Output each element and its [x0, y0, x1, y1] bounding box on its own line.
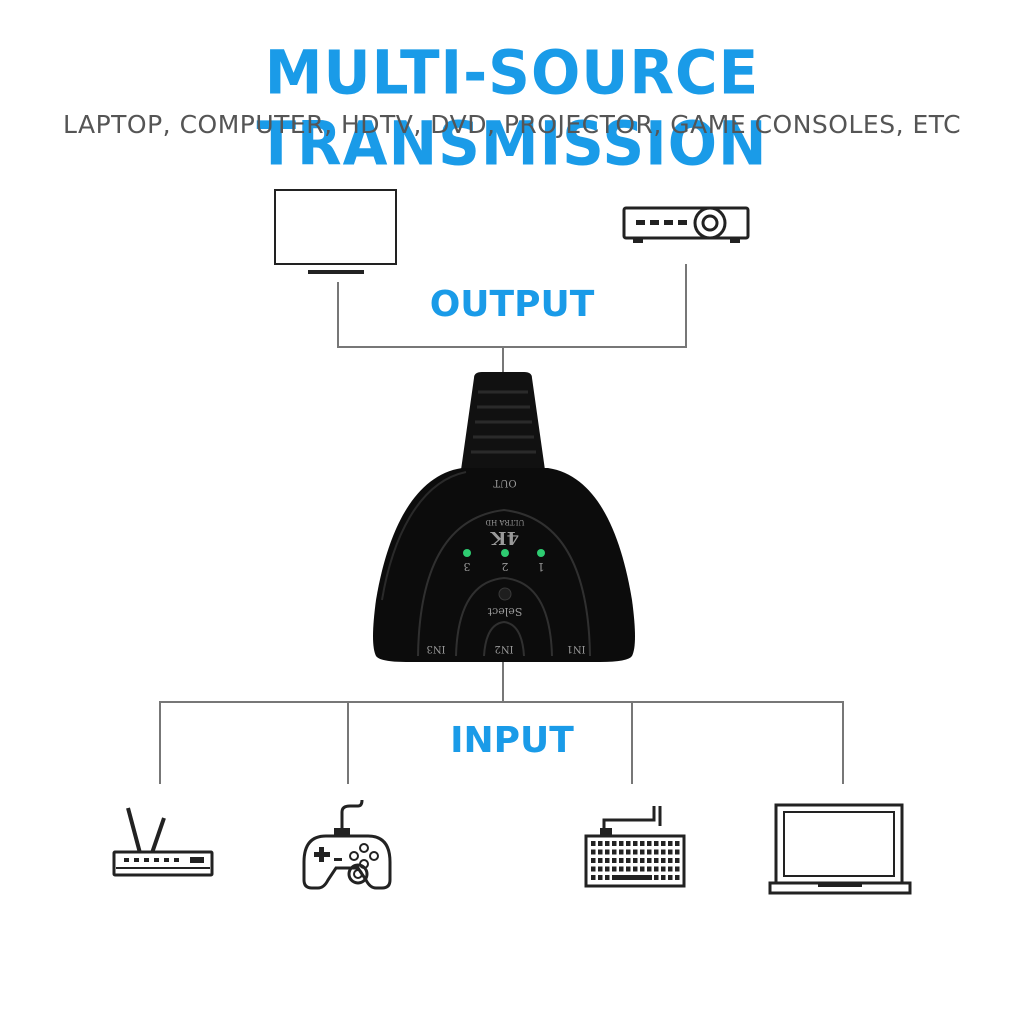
keyboard-key	[640, 841, 645, 846]
keyboard-key	[654, 858, 659, 863]
keyboard-key	[612, 841, 617, 846]
keyboard-key	[626, 849, 631, 855]
keyboard-key	[598, 866, 603, 872]
gamepad-icon	[302, 799, 392, 890]
led-indicator-1	[537, 549, 545, 557]
port-in2-label: IN2	[494, 643, 513, 654]
port-in3-label: IN3	[426, 643, 445, 654]
keyboard-key	[661, 875, 666, 880]
keyboard-key	[605, 875, 610, 880]
keyboard-key	[647, 866, 652, 872]
led-indicator-2	[501, 549, 509, 557]
keyboard-key	[675, 858, 680, 863]
keyboard-key	[661, 858, 666, 863]
input-label: INPUT	[450, 720, 574, 761]
hdmi-switch-device: OUT 4K ULTRA HD 3 2 1 Select IN3 IN2 IN1	[373, 372, 635, 662]
led-label-2: 2	[502, 560, 509, 573]
keyboard-key	[647, 849, 652, 855]
keyboard-key	[633, 866, 638, 872]
projector-icon	[622, 206, 750, 243]
input-connector	[159, 701, 844, 784]
keyboard-key	[668, 849, 673, 855]
keyboard-key	[605, 858, 610, 863]
keyboard-key	[647, 841, 652, 846]
keyboard-key	[598, 849, 603, 855]
laptop-icon	[768, 803, 912, 895]
keyboard-key	[654, 866, 659, 872]
keyboard-key	[626, 841, 631, 846]
keyboard-key	[598, 858, 603, 863]
keyboard-key	[612, 866, 617, 872]
tv-icon	[274, 189, 397, 274]
brand-label: 4K	[490, 527, 520, 548]
keyboard-key	[626, 858, 631, 863]
keyboard-key	[668, 841, 673, 846]
keyboard-key	[668, 866, 673, 872]
select-label: Select	[487, 605, 522, 618]
keyboard-key	[619, 849, 624, 855]
keyboard-key	[661, 849, 666, 855]
led-label-1: 1	[538, 560, 545, 573]
keyboard-key	[591, 841, 596, 846]
keyboard-key	[661, 866, 666, 872]
brand-sub-label: ULTRA HD	[485, 518, 524, 526]
keyboard-key	[640, 849, 645, 855]
router-icon	[112, 807, 214, 877]
keyboard-key	[591, 866, 596, 872]
led-label-3: 3	[464, 560, 471, 573]
port-out-label: OUT	[493, 477, 517, 488]
keyboard-key	[626, 866, 631, 872]
keyboard-key	[591, 858, 596, 863]
keyboard-key	[605, 841, 610, 846]
page-title: MULTI-SOURCE TRANSMISSION	[256, 36, 768, 180]
keyboard-key	[619, 858, 624, 863]
keyboard-key	[675, 841, 680, 846]
keyboard-key	[612, 858, 617, 863]
keyboard-key	[633, 858, 638, 863]
output-label: OUTPUT	[429, 284, 595, 325]
keyboard-key	[619, 866, 624, 872]
keyboard-key	[654, 875, 659, 880]
port-in1-label: IN1	[566, 643, 585, 654]
keyboard-key	[675, 866, 680, 872]
keyboard-icon	[584, 806, 686, 888]
page-subtitle: LAPTOP, COMPUTER, HDTV, DVD, PROJECTOR, …	[62, 110, 962, 139]
keyboard-key	[591, 875, 596, 880]
keyboard-key	[633, 849, 638, 855]
keyboard-key	[675, 849, 680, 855]
keyboard-key	[654, 849, 659, 855]
keyboard-key	[591, 849, 596, 855]
keyboard-key	[605, 866, 610, 872]
keyboard-key	[640, 858, 645, 863]
keyboard-key	[675, 875, 680, 880]
keyboard-key	[612, 849, 617, 855]
keyboard-key	[598, 841, 603, 846]
keyboard-spacebar	[612, 875, 652, 880]
output-connector	[337, 264, 687, 348]
connector-lines	[159, 264, 844, 784]
keyboard-key	[661, 841, 666, 846]
led-indicator-3	[463, 549, 471, 557]
keyboard-key	[668, 858, 673, 863]
keyboard-key	[633, 841, 638, 846]
keyboard-key	[654, 841, 659, 846]
keyboard-key	[647, 858, 652, 863]
keyboard-key	[598, 875, 603, 880]
keyboard-key	[619, 841, 624, 846]
keyboard-key	[640, 866, 645, 872]
select-button[interactable]	[498, 587, 512, 601]
keyboard-key	[668, 875, 673, 880]
keyboard-key	[605, 849, 610, 855]
